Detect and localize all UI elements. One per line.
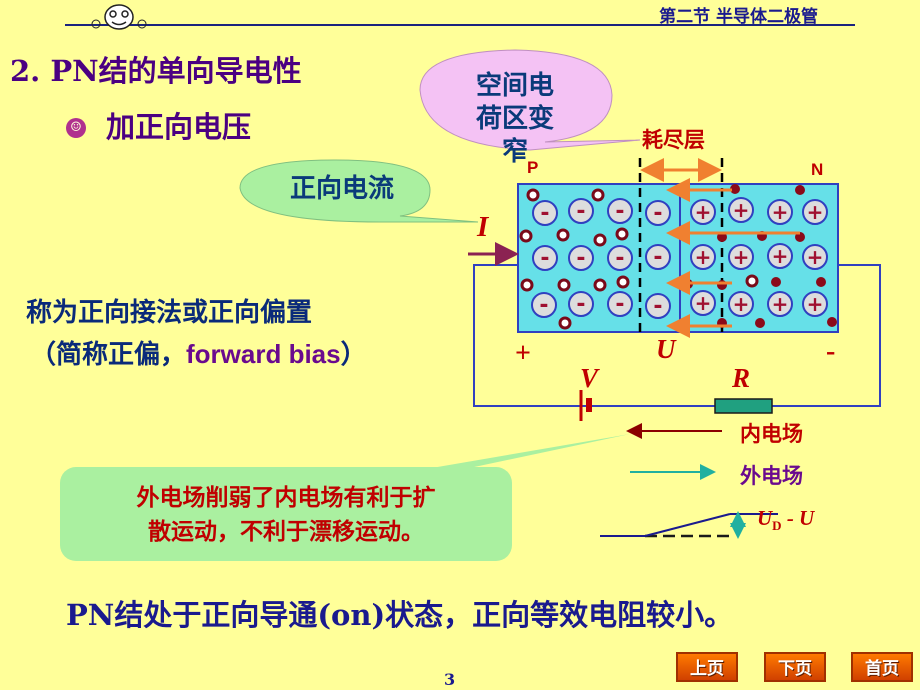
note-text: 外电场削弱了内电场有利于扩 散运动，不利于漂移运动。 — [136, 484, 436, 545]
svg-text:+: + — [733, 292, 750, 316]
page-number: 3 — [444, 670, 456, 689]
callout-space-charge — [419, 49, 641, 151]
conclusion-text: PN结处于正向导通(on)状态，正向等效电阻较小。 — [66, 598, 734, 632]
svg-text:-: - — [576, 199, 585, 224]
svg-text:+: + — [807, 200, 824, 224]
forward-bias-description: 称为正向接法或正向偏置 — [26, 298, 313, 328]
svg-text:-: - — [615, 246, 624, 271]
negative-terminal: - — [826, 336, 836, 367]
n-region-label: N — [811, 160, 824, 179]
mascot-icon — [91, 4, 147, 30]
svg-text:+: + — [695, 291, 712, 315]
svg-text:-: - — [576, 246, 585, 271]
outer-field-label: 外电场 — [740, 464, 803, 488]
forward-current-callout-text: 正向电流 — [289, 174, 394, 204]
positive-terminal: + — [515, 338, 531, 369]
slide-title: 2. PN结的单向导电性 — [10, 54, 302, 88]
svg-text:-: - — [653, 245, 662, 270]
resistor-symbol: R — [732, 363, 751, 393]
note-box — [60, 467, 512, 561]
callout-forward-current — [239, 159, 479, 223]
svg-text:-: - — [540, 246, 549, 271]
svg-text:+: + — [772, 292, 789, 316]
inner-field-label: 内电场 — [740, 422, 803, 446]
svg-text:+: + — [695, 245, 712, 269]
svg-text:+: + — [772, 200, 789, 224]
svg-text:-: - — [653, 294, 662, 319]
current-symbol: I — [477, 211, 489, 243]
section-title: 第二节 半导体二极管 — [659, 7, 818, 27]
p-region-label: P — [527, 158, 539, 177]
potential-label: UD - U — [757, 506, 815, 534]
svg-text:+: + — [807, 292, 824, 316]
svg-text:-: - — [539, 293, 548, 318]
next-page-button[interactable]: 下页 — [764, 652, 826, 682]
svg-text:-: - — [653, 201, 662, 226]
home-page-button[interactable]: 首页 — [851, 652, 913, 682]
svg-text:+: + — [733, 245, 750, 269]
svg-text:+: + — [733, 198, 750, 222]
depletion-label: 耗尽层 — [642, 128, 705, 152]
forward-bias-abbreviation: （简称正偏，forward bias） — [30, 339, 367, 370]
svg-text:+: + — [772, 244, 789, 268]
svg-text:-: - — [615, 292, 624, 317]
battery-symbol: V — [580, 363, 599, 393]
svg-text:-: - — [576, 292, 585, 317]
prev-page-button[interactable]: 上页 — [676, 652, 738, 682]
voltage-symbol: U — [656, 334, 676, 364]
svg-text:-: - — [615, 199, 624, 224]
smiley-icon: ☺ — [66, 118, 86, 138]
space-charge-callout-text: 空间电 荷区变 窄 — [475, 71, 554, 167]
slide-subtitle: 加正向电压 — [106, 110, 252, 144]
svg-text:+: + — [807, 245, 824, 269]
svg-text:+: + — [695, 200, 712, 224]
header-divider — [65, 24, 855, 26]
svg-text:-: - — [540, 201, 549, 226]
